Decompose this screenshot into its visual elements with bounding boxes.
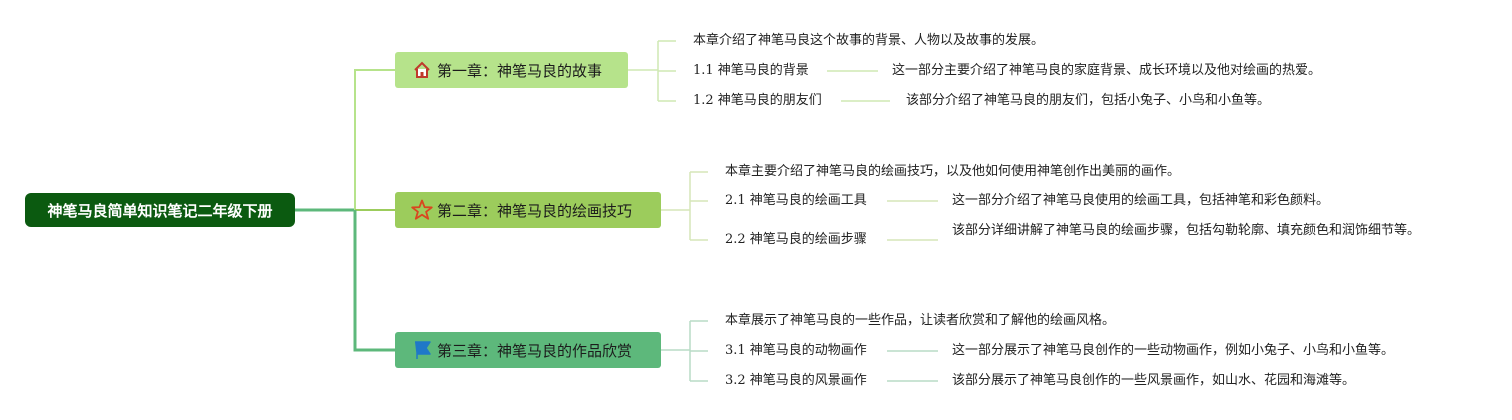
- chapter-3-label: 第三章：神笔马良的作品欣赏: [437, 341, 633, 360]
- home-icon: [411, 59, 433, 81]
- chapter-3-topic[interactable]: 第三章：神笔马良的作品欣赏: [395, 332, 661, 368]
- chapter-2-topic[interactable]: 第二章：神笔马良的绘画技巧: [395, 192, 661, 228]
- section-1-2-desc: 该部分介绍了神笔马良的朋友们，包括小兔子、小鸟和小鱼等。: [906, 93, 1271, 108]
- section-3-2-desc: 该部分展示了神笔马良创作的一些风景画作，如山水、花园和海滩等。: [952, 373, 1356, 388]
- section-1-2-title[interactable]: 1.2 神笔马良的朋友们: [693, 93, 822, 108]
- section-3-1-desc: 这一部分展示了神笔马良创作的一些动物画作，例如小兔子、小鸟和小鱼等。: [952, 343, 1395, 358]
- section-1-1-title[interactable]: 1.1 神笔马良的背景: [693, 63, 809, 78]
- chapter-1-topic[interactable]: 第一章：神笔马良的故事: [395, 52, 628, 88]
- star-icon: [411, 199, 433, 221]
- chapter-3-summary: 本章展示了神笔马良的一些作品，让读者欣赏和了解他的绘画风格。: [725, 313, 1116, 328]
- flag-icon: [411, 339, 433, 361]
- section-3-2-title[interactable]: 3.2 神笔马良的风景画作: [725, 373, 867, 388]
- chapter-2-label: 第二章：神笔马良的绘画技巧: [437, 201, 633, 220]
- section-2-1-desc: 这一部分介绍了神笔马良使用的绘画工具，包括神笔和彩色颜料。: [952, 193, 1330, 208]
- chapter-2-summary: 本章主要介绍了神笔马良的绘画技巧，以及他如何使用神笔创作出美丽的画作。: [725, 164, 1181, 179]
- section-2-2-title[interactable]: 2.2 神笔马良的绘画步骤: [725, 232, 867, 247]
- chapter-1-label: 第一章：神笔马良的故事: [437, 61, 603, 80]
- section-2-2-desc: 该部分详细讲解了神笔马良的绘画步骤，包括勾勒轮廓、填充颜色和润饰细节等。: [952, 223, 1421, 238]
- root-topic[interactable]: 神笔马良简单知识笔记二年级下册: [25, 193, 295, 227]
- section-1-1-desc: 这一部分主要介绍了神笔马良的家庭背景、成长环境以及他对绘画的热爱。: [892, 63, 1322, 78]
- section-2-1-title[interactable]: 2.1 神笔马良的绘画工具: [725, 193, 867, 208]
- root-label: 神笔马良简单知识笔记二年级下册: [47, 201, 273, 220]
- section-3-1-title[interactable]: 3.1 神笔马良的动物画作: [725, 343, 867, 358]
- chapter-1-summary: 本章介绍了神笔马良这个故事的背景、人物以及故事的发展。: [693, 33, 1045, 48]
